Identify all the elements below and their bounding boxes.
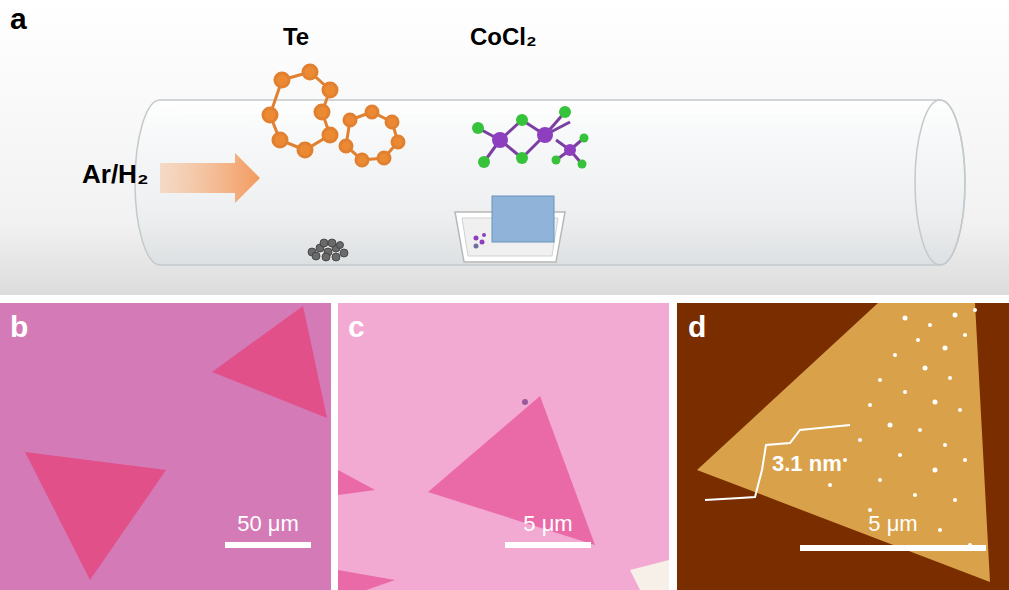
precursor-label: Te [283, 24, 309, 50]
panel-label: c [348, 310, 365, 343]
afm-image-d [677, 303, 1009, 590]
height-label: 3.1 nm [772, 452, 842, 476]
panel-label: b [10, 310, 28, 343]
precursor-label: CoCl₂ [470, 24, 537, 50]
gas-flow-arrow [160, 153, 260, 203]
optical-image-c [338, 303, 669, 590]
te-powder [308, 239, 348, 261]
gas-label: Ar/H₂ [82, 160, 148, 189]
quartz-tube [135, 100, 965, 265]
height-profile [705, 425, 850, 500]
panel-label: a [10, 2, 27, 35]
panel-label: d [688, 310, 706, 343]
scale-bar-label: 50 μm [237, 512, 299, 536]
optical-image-b [0, 303, 331, 590]
scale-bar-label: 5 μm [523, 512, 572, 536]
boat-substrate [455, 196, 565, 262]
cocl2-molecule [472, 106, 589, 169]
panel-background [0, 0, 1009, 295]
scale-bar-label: 5 μm [868, 512, 917, 536]
te-molecule [263, 65, 404, 166]
